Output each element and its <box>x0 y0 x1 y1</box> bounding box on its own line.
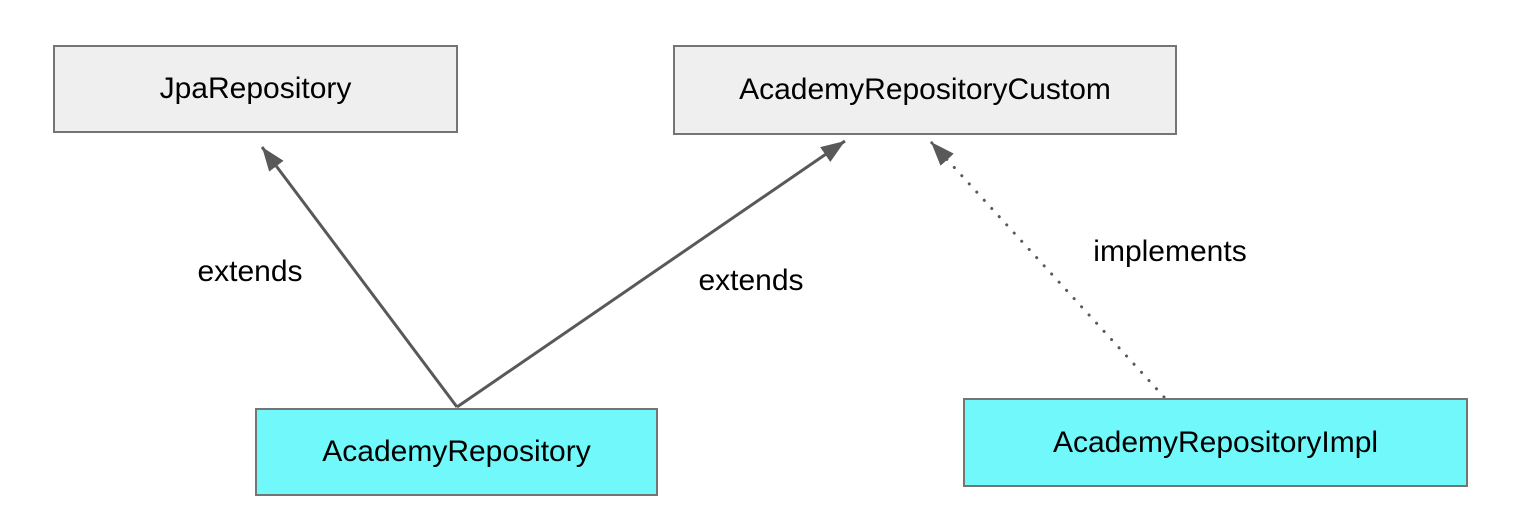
edge-label-implements: implements <box>1093 235 1247 268</box>
edge-implements-academy-repository-custom <box>929 140 1166 399</box>
edge-label-extends-custom: extends <box>698 264 804 297</box>
node-academy-repository: AcademyRepository <box>255 408 658 496</box>
node-academy-repository-custom-label: AcademyRepositoryCustom <box>739 73 1111 106</box>
node-jpa-repository: JpaRepository <box>53 45 458 133</box>
edge-label-extends-jpa: extends <box>197 255 303 288</box>
node-academy-repository-label: AcademyRepository <box>322 435 591 468</box>
node-academy-repository-impl: AcademyRepositoryImpl <box>963 398 1468 487</box>
node-jpa-repository-label: JpaRepository <box>159 72 352 105</box>
node-academy-repository-impl-label: AcademyRepositoryImpl <box>1052 425 1379 459</box>
node-academy-repository-custom: AcademyRepositoryCustom <box>673 45 1177 135</box>
